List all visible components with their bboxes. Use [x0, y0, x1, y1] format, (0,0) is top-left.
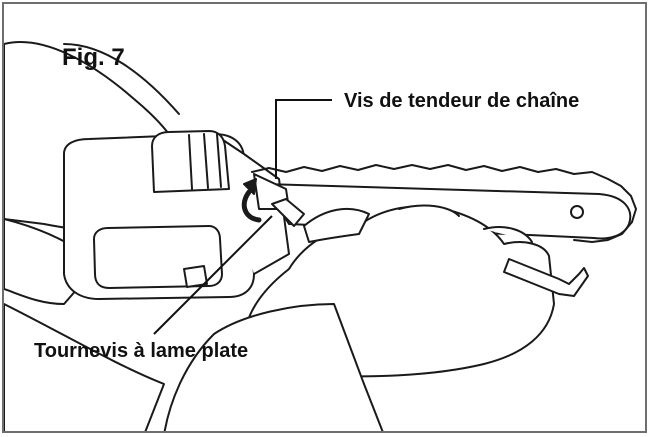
figure-frame: Fig. 7 Vis de tendeur de chaîne Tournevi… — [2, 2, 647, 433]
grip-line-1 — [188, 134, 193, 190]
background-hand — [63, 43, 180, 115]
chain-top — [251, 164, 637, 223]
screwdriver-shaft — [271, 198, 305, 227]
right-hand-finger — [398, 204, 460, 217]
leader-tensioner — [275, 99, 332, 179]
rotation-arrow — [241, 189, 262, 223]
saw-body-slot — [183, 265, 208, 288]
chain-bottom — [573, 221, 633, 243]
right-hand-finger-2 — [483, 226, 533, 243]
chainsaw-illustration — [4, 41, 637, 431]
bar-hole — [570, 205, 584, 219]
leader-screwdriver — [153, 215, 273, 335]
callout-flat-screwdriver: Tournevis à lame plate — [34, 340, 249, 362]
right-thumb — [303, 207, 370, 243]
callout-chain-tensioner-screw: Vis de tendeur de chaîne — [344, 90, 580, 112]
grip-line-3 — [216, 133, 222, 188]
rotation-arrow-head — [243, 178, 257, 195]
grip-line-2 — [203, 133, 209, 189]
hex-key — [503, 258, 589, 297]
left-arm-bottom — [4, 303, 165, 431]
figure-title: Fig. 7 — [62, 44, 125, 71]
right-forearm — [163, 303, 384, 431]
saw-body-front — [213, 133, 290, 275]
